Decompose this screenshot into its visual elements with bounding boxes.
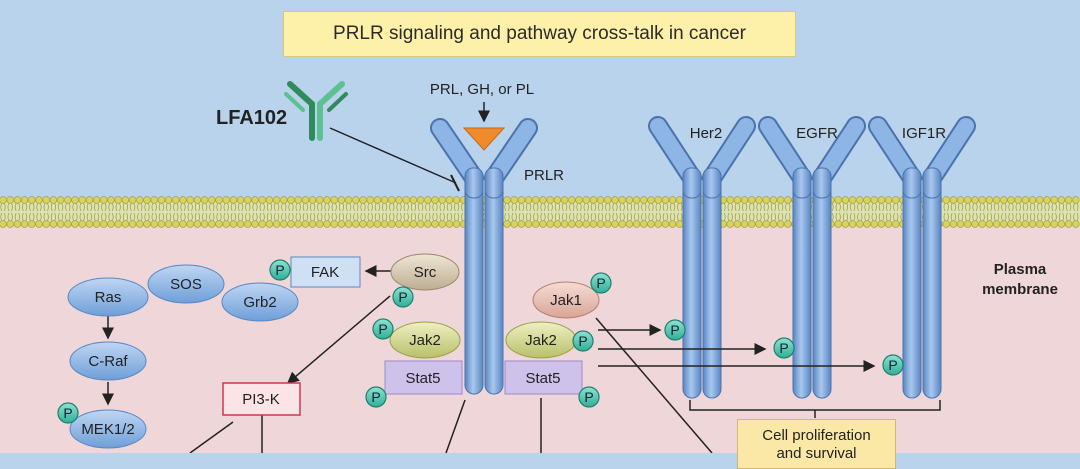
craf-node [69, 341, 147, 381]
ras-label: Ras [95, 289, 122, 306]
outcome-line2: and survival [776, 445, 857, 462]
fak-label: FAK [311, 264, 339, 281]
stat5-left-label: Stat5 [405, 370, 440, 387]
pathway-diagram: LFA102 PRL, GH, or PL PRLR Her2 EGFR IGF… [0, 81, 1080, 453]
egfr-receptor [758, 116, 866, 399]
jak2-left-node [389, 321, 461, 359]
igf1r-label: IGF1R [902, 125, 946, 142]
signaling-arrows [102, 265, 941, 453]
svg-text:P: P [584, 389, 593, 405]
svg-text:P: P [371, 389, 380, 405]
prlr-receptor [430, 118, 538, 395]
plasma-membrane-bilayer [0, 196, 1080, 228]
outcome-box: Cell proliferation and survival [737, 419, 896, 469]
svg-text:P: P [398, 289, 407, 305]
her2-label: Her2 [690, 125, 723, 142]
svg-text:P: P [578, 333, 587, 349]
svg-text:P: P [779, 340, 788, 356]
phospho-her2: P [664, 319, 686, 341]
svg-text:P: P [63, 405, 72, 421]
jak2-left-label: Jak2 [409, 332, 441, 349]
svg-text:P: P [596, 275, 605, 291]
craf-label: C-Raf [88, 353, 128, 370]
phospho-jak2-right: P [572, 330, 594, 352]
phospho-mek: P [57, 402, 79, 424]
ras-node [67, 277, 149, 317]
antibody-icon [284, 81, 348, 141]
jak2-right-label: Jak2 [525, 332, 557, 349]
igf1r-receptor [868, 116, 976, 399]
ligand-label: PRL, GH, or PL [430, 81, 534, 98]
svg-text:P: P [378, 321, 387, 337]
sos-label: SOS [170, 276, 202, 293]
stat5-right-node [504, 360, 583, 395]
diagram-stage: LFA102 PRL, GH, or PL PRLR Her2 EGFR IGF… [0, 11, 1080, 469]
phospho-jak2-left: P [372, 318, 394, 340]
grb2-label: Grb2 [243, 294, 276, 311]
phospho-src: P [392, 286, 414, 308]
phospho-stat5-left: P [365, 386, 387, 408]
svg-text:P: P [670, 322, 679, 338]
prlr-label: PRLR [524, 167, 564, 184]
pi3k-label: PI3-K [242, 391, 280, 408]
phospho-jak1: P [590, 272, 612, 294]
phospho-igf1r: P [882, 354, 904, 376]
src-label: Src [414, 264, 437, 281]
phospho-stat5-right: P [578, 386, 600, 408]
grb2-node [221, 282, 299, 322]
membrane-label-line2: membrane [982, 281, 1058, 298]
mek-label: MEK1/2 [81, 421, 134, 438]
inhibition-line [329, 127, 457, 184]
stat5-right-label: Stat5 [525, 370, 560, 387]
egfr-label: EGFR [796, 125, 838, 142]
her2-receptor [648, 116, 756, 399]
phospho-egfr: P [773, 337, 795, 359]
outcome-line1: Cell proliferation [762, 427, 871, 444]
antibody-label: LFA102 [216, 107, 287, 129]
ligand-icon [462, 127, 506, 151]
sos-node [147, 264, 225, 304]
fak-node [290, 256, 361, 288]
phospho-fak: P [269, 259, 291, 281]
src-node [390, 253, 460, 291]
figure-title: PRLR signaling and pathway cross-talk in… [333, 23, 746, 44]
figure-title-box: PRLR signaling and pathway cross-talk in… [283, 11, 796, 57]
membrane-label-line1: Plasma [994, 261, 1047, 278]
inhibition-bar [450, 174, 460, 192]
svg-text:P: P [888, 357, 897, 373]
svg-text:P: P [275, 262, 284, 278]
jak1-label: Jak1 [550, 292, 582, 309]
stat5-left-node [384, 360, 463, 395]
pi3k-node [222, 382, 301, 416]
jak1-node [532, 281, 600, 319]
mek-node [69, 409, 147, 449]
rtk-receptors [648, 116, 976, 399]
